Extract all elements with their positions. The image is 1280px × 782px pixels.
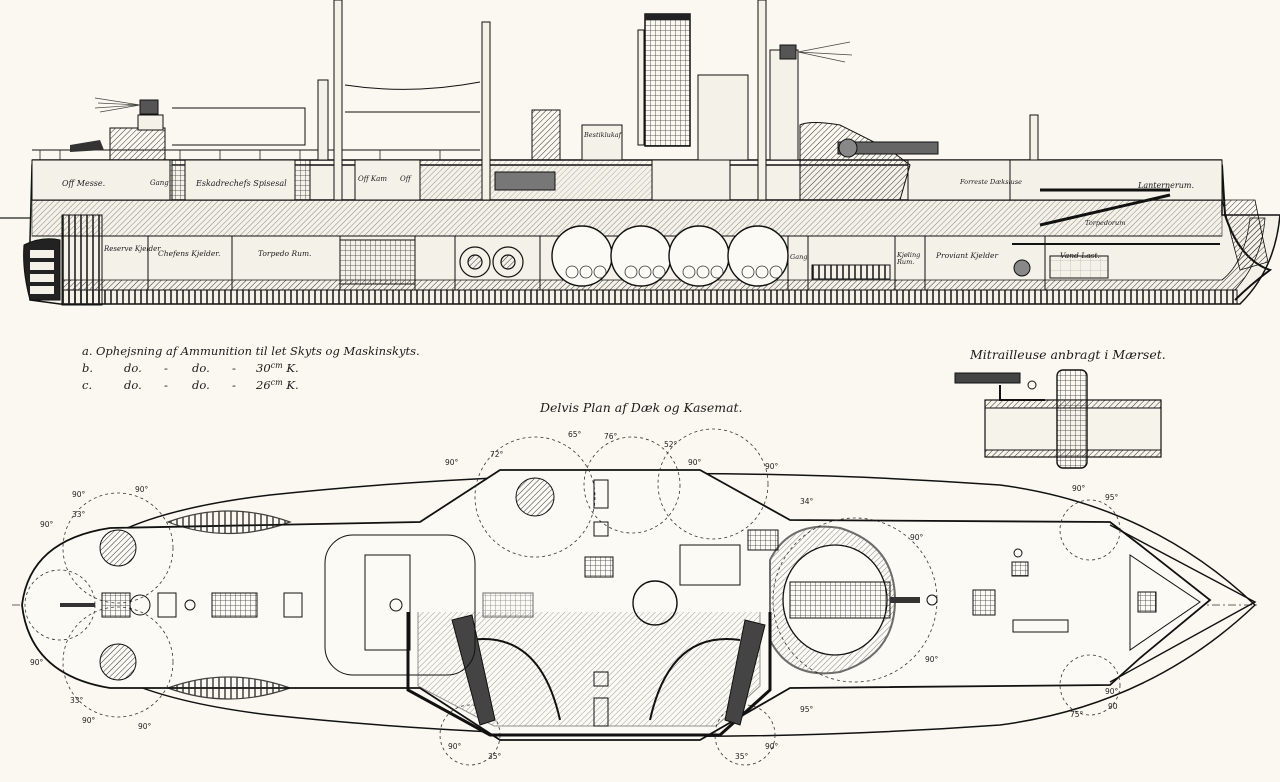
label-off-messe: Off Messe. [62, 179, 106, 188]
legend-dash-b1: - [164, 361, 168, 375]
legend-do-b1: do. [124, 361, 142, 375]
angle-label: 33° [72, 510, 86, 519]
legend-k-b: K. [286, 361, 299, 375]
legend-cal-b: 30 [256, 361, 271, 375]
angle-label: 90° [1072, 484, 1086, 493]
deck-plan [12, 428, 1258, 766]
angle-label: 90° [688, 458, 702, 467]
label-lanternerum: Lanternerum. [1138, 181, 1194, 190]
angle-label: 90° [1105, 687, 1119, 696]
legend-do-c1: do. [124, 378, 142, 392]
angle-label: 72° [490, 450, 504, 459]
legend-do-b2: do. [192, 361, 210, 375]
label-chefens-kjelder: Chefens Kjelder. [158, 249, 221, 258]
legend-text-a: Ophejsning af Ammunition til let Skyts o… [96, 344, 420, 358]
legend-key-a: a. [82, 344, 93, 358]
legend-row-a: a. Ophejsning af Ammunition til let Skyt… [82, 344, 420, 361]
mitrailleuse-detail [954, 369, 1162, 469]
angle-label: 90° [445, 458, 459, 467]
label-reserve-kjelder: Reserve Kjelder [104, 245, 161, 253]
label-proviant-kjelder: Proviant Kjelder [936, 251, 999, 260]
plan-title: Delvis Plan af Dæk og Kasemat. [540, 400, 743, 415]
label-off: Off [400, 175, 411, 183]
label-torpedorum: Torpedorum [1085, 219, 1126, 227]
angle-label: 90 [1108, 702, 1118, 711]
angle-label: 52° [664, 440, 678, 449]
angle-label: 33° [70, 696, 84, 705]
legend-unit-c: cm [270, 378, 283, 387]
angle-label: 90° [925, 655, 939, 664]
label-off-kam: Off Kam [358, 175, 387, 183]
angle-label: 76° [604, 432, 618, 441]
angle-label: 90° [910, 533, 924, 542]
label-forreste-dæksluse: Forreste Dæksluse [960, 178, 1023, 186]
angle-label: 90° [135, 485, 149, 494]
legend-key-b: b. [82, 361, 94, 375]
legend-do-c2: do. [192, 378, 210, 392]
angle-label: 34° [800, 497, 814, 506]
angle-label: 65° [568, 430, 582, 439]
label-torpedo-rum: Torpedo Rum. [258, 249, 312, 258]
legend-dash-c2: - [232, 378, 236, 392]
legend-key-c: c. [82, 378, 93, 392]
angle-label: 35° [735, 752, 749, 761]
label-gang-aft: Gang [150, 179, 169, 187]
legend-dash-b2: - [232, 361, 236, 375]
angle-label: 90° [82, 716, 96, 725]
angle-label: 95° [800, 705, 814, 714]
angle-label: 90° [765, 462, 779, 471]
legend-unit-b: cm [270, 361, 283, 370]
angle-label: 75° [1070, 710, 1084, 719]
angle-label: 90° [72, 490, 86, 499]
angle-label: 35° [488, 752, 502, 761]
label-eskadrechef: Eskadrechefs Spisesal [196, 179, 287, 188]
label-bestiklukaf: Bestiklukaf [584, 131, 622, 139]
mitrailleuse-title: Mitrailleuse anbragt i Mærset. [970, 347, 1166, 362]
legend-cal-c: 26 [256, 378, 271, 392]
ammunition-legend: a. Ophejsning af Ammunition til let Skyt… [82, 344, 420, 395]
side-profile [0, 0, 1280, 306]
legend-k-c: K. [286, 378, 299, 392]
label-kjoeling-rum: Kjøling Rum. [897, 251, 921, 266]
label-vand-last: Vand Last. [1060, 251, 1100, 260]
angle-label: 95° [1105, 493, 1119, 502]
angle-label: 90° [40, 520, 54, 529]
angle-label: 90° [765, 742, 779, 751]
legend-dash-c1: - [164, 378, 168, 392]
angle-label: 90° [448, 742, 462, 751]
label-gang-fwd: Gang [790, 253, 808, 261]
angle-label: 90° [138, 722, 152, 731]
angle-label: 90° [30, 658, 44, 667]
